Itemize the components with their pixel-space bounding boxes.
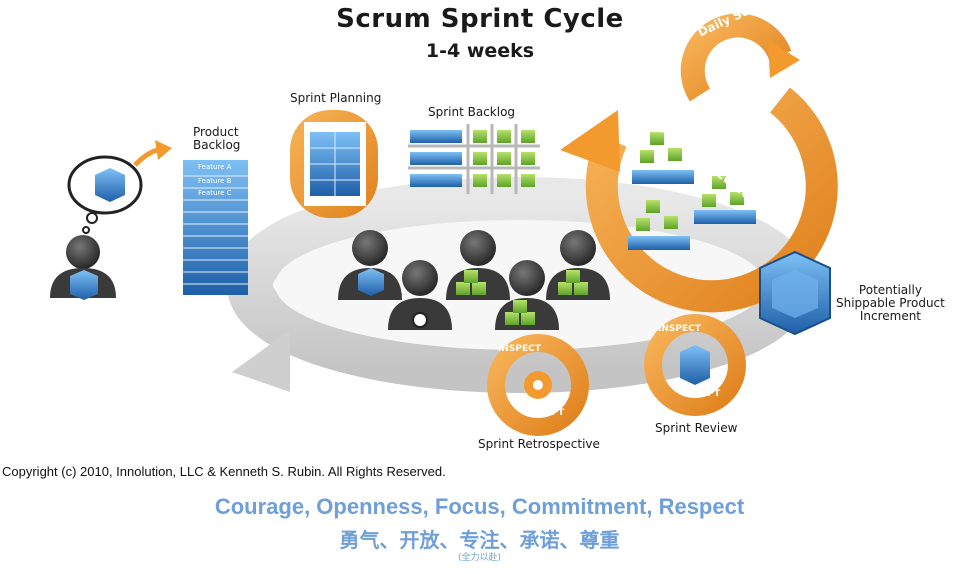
retro-adapt-label: ADAPT: [530, 408, 565, 418]
increment-cube-icon: [759, 250, 831, 336]
idea-cube-icon: [95, 168, 125, 202]
sprint-review-label: Sprint Review: [655, 421, 738, 435]
scrum-values-english: Courage, Openness, Focus, Commitment, Re…: [214, 494, 745, 519]
scrum-team: [338, 230, 610, 330]
sprint-planning-graphic: [290, 110, 378, 218]
sprint-backlog-label: Sprint Backlog: [428, 105, 516, 119]
retro-inspect-label: INSPECT: [498, 344, 541, 354]
diagram-title: Scrum Sprint Cycle: [336, 4, 624, 34]
scrum-values-chinese: 勇气、开放、专注、承诺、尊重: [339, 528, 620, 552]
scrum-values-note: (全力以赴): [457, 553, 502, 563]
daily-scrum-arrow: [680, 13, 800, 102]
review-cycle: [644, 314, 746, 416]
product-backlog-stack: [183, 160, 248, 295]
cycle-arrowhead: [232, 330, 290, 392]
copyright-notice: Copyright (c) 2010, Innolution, LLC & Ke…: [2, 464, 446, 479]
increment-label: Potentially Shippable Product Increment: [836, 283, 945, 323]
team-member: [388, 260, 452, 330]
feature-b-label: Feature B: [198, 177, 232, 185]
sprint-backlog-grid: [408, 124, 540, 194]
feature-a-label: Feature A: [198, 163, 232, 171]
sprint-retrospective-label: Sprint Retrospective: [478, 437, 600, 451]
retrospective-cycle: [487, 334, 589, 436]
sprint-execution-arrow: [560, 87, 838, 313]
product-owner: [50, 140, 172, 300]
sprint-planning-label: Sprint Planning: [290, 91, 382, 105]
team-member: [338, 230, 402, 300]
review-inspect-label: INSPECT: [658, 324, 701, 334]
execution-work-items: [628, 132, 756, 250]
review-adapt-label: ADAPT: [686, 389, 721, 399]
feature-c-label: Feature C: [198, 189, 232, 197]
diagram-subtitle: 1-4 weeks: [425, 40, 535, 62]
product-backlog-label: Product Backlog: [193, 125, 241, 152]
